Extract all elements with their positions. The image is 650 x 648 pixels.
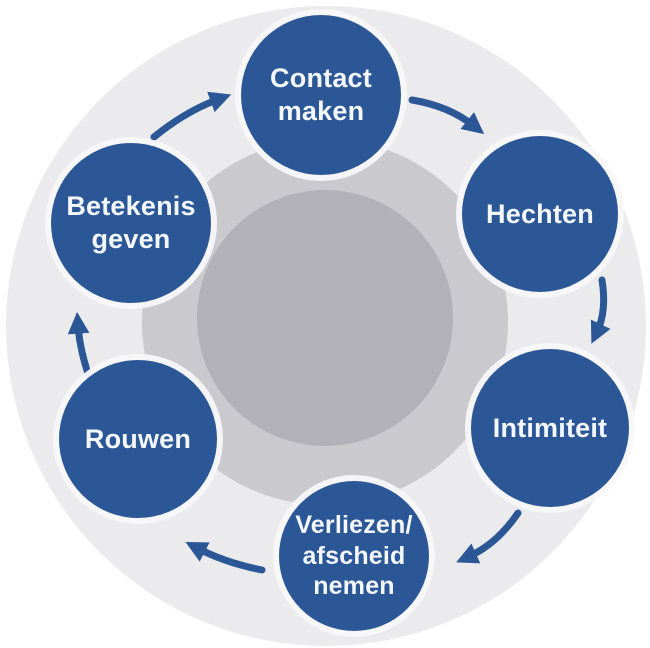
step-label-line: geven (91, 224, 171, 254)
step-label-line: Contact (270, 63, 372, 94)
step-label-line: Betekenis (66, 191, 196, 222)
step-label-line: Rouwen (84, 423, 192, 454)
arrow-hechten-to-intimiteit (590, 276, 611, 344)
step-label-line: afscheid (302, 541, 406, 570)
step-circle-hechten: Hechten (462, 136, 618, 292)
step-label-line: Verliezen/ (295, 511, 413, 540)
step-circle-rouwen: Rouwen (59, 360, 217, 518)
step-label-line: Hechten (486, 198, 594, 229)
step-circle-contact-maken: Contact maken (241, 15, 401, 175)
step-label-line: Intimiteit (492, 412, 608, 443)
arrow-intimiteit-to-verliezen (456, 509, 522, 564)
arrow-verliezen-to-rouwen (185, 542, 266, 574)
step-label-line: maken (277, 96, 365, 126)
arrow-betekenis-to-contact (150, 91, 232, 141)
arrow-contact-to-hechten (408, 96, 485, 135)
step-label-line: nemen (313, 572, 395, 601)
inner-gray-circle (197, 190, 453, 446)
step-circle-verliezen-afscheid-nemen: Verliezen/ afscheid nemen (279, 481, 429, 631)
step-circle-intimiteit: Intimiteit (471, 349, 629, 507)
step-circle-betekenis-geven: Betekenis geven (51, 143, 211, 303)
